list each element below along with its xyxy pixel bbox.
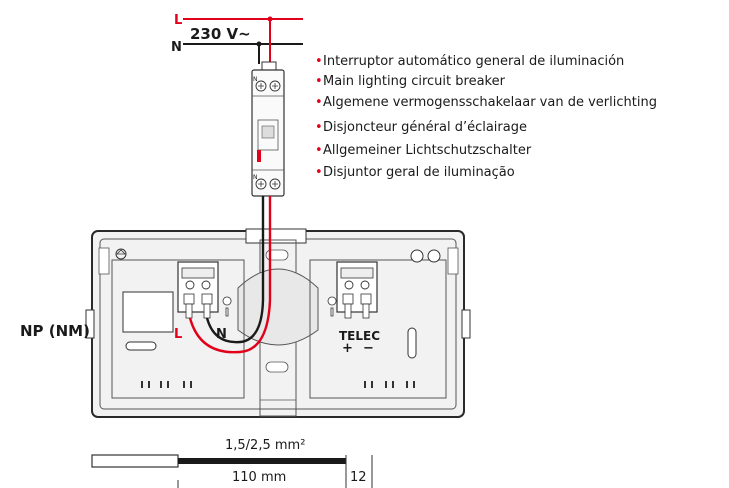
neutral-junction-dot: [256, 41, 262, 47]
strip-length-label: 110 mm: [232, 470, 286, 485]
terminal-screw-icon: [185, 280, 195, 290]
indicator-circle-icon: [427, 249, 441, 263]
neutral-wire-to-device: [205, 196, 265, 344]
terminal-screw-icon: [344, 280, 354, 290]
svg-text:Disjoncteur général d’éclairag: Disjoncteur général d’éclairage: [323, 120, 527, 135]
telec-plus-label: +: [342, 341, 353, 356]
list-item: •Algemene vermogensschakelaar van de ver…: [315, 95, 657, 110]
terminal-screw-icon: [201, 280, 211, 290]
circuit-breaker: N N: [251, 61, 285, 197]
terminal-screw-icon: [360, 280, 370, 290]
indicator-circle-icon: [410, 249, 424, 263]
device-neutral-label: N: [216, 327, 227, 342]
list-item: •Disjuntor geral de iluminação: [315, 165, 515, 180]
breaker-terminal-label-top: N: [253, 76, 258, 83]
list-item: •Main lighting circuit breaker: [315, 74, 506, 89]
lighting-terminal-block: [177, 261, 219, 319]
telec-terminal-block: [336, 261, 378, 319]
line-junction-dot: [267, 16, 273, 22]
svg-text:•: •: [315, 143, 323, 158]
svg-text:•: •: [315, 95, 323, 110]
cable-section-label: 1,5/2,5 mm²: [225, 438, 305, 453]
svg-text:Algemene vermogensschakelaar v: Algemene vermogensschakelaar van de verl…: [323, 95, 657, 110]
breaker-terminal-label-bottom: N: [253, 174, 258, 181]
breaker-description-list: •Interruptor automático general de ilumi…: [315, 54, 657, 180]
breaker-red-marker: [257, 150, 261, 162]
line-label: L: [174, 13, 182, 28]
device-housing: [85, 228, 471, 418]
list-item: •Interruptor automático general de ilumi…: [315, 54, 624, 69]
svg-text:Allgemeiner Lichtschutzschalte: Allgemeiner Lichtschutzschalter: [323, 143, 532, 158]
telec-minus-label: −: [363, 341, 374, 356]
svg-text:•: •: [315, 120, 323, 135]
svg-text:•: •: [315, 54, 323, 69]
cable-strip-diagram: 1,5/2,5 mm² 110 mm 12: [91, 438, 373, 488]
strip-end-label: 12: [350, 470, 367, 485]
line-wire-to-device: [188, 196, 272, 354]
device-line-label: L: [174, 327, 182, 342]
svg-text:Main lighting circuit breaker: Main lighting circuit breaker: [323, 74, 506, 89]
svg-text:Disjuntor geral de iluminação: Disjuntor geral de iluminação: [323, 165, 515, 180]
telec-label: TELEC: [339, 329, 380, 343]
list-item: •Allgemeiner Lichtschutzschalter: [315, 143, 532, 158]
list-item: •Disjoncteur général d’éclairage: [315, 120, 527, 135]
svg-text:Interruptor automático general: Interruptor automático general de ilumin…: [323, 54, 624, 69]
device-model-label: NP (NM): [20, 322, 90, 340]
svg-text:•: •: [315, 165, 323, 180]
recycle-icon: [115, 248, 127, 260]
svg-text:•: •: [315, 74, 323, 89]
voltage-label: 230 V~: [190, 25, 251, 43]
neutral-label: N: [171, 40, 182, 55]
